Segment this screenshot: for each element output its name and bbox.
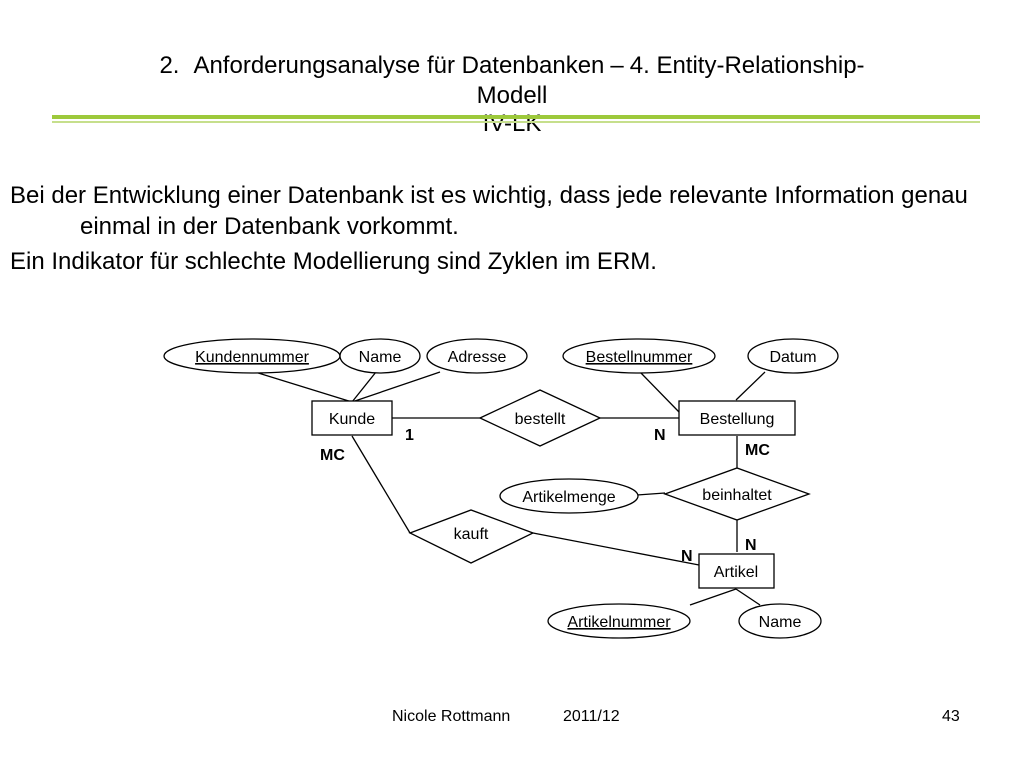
attr-bestellnummer-ellipse [562, 338, 716, 374]
rel-kauft-diamond [408, 509, 535, 564]
slide-title: 2. Anforderungsanalyse für Datenbanken–4.… [40, 50, 984, 139]
entity-boxes [311, 400, 796, 589]
line-artikelmenge-beinhaltet [636, 492, 666, 496]
card-kunde-bestellt: 1 [405, 427, 414, 444]
title-number: 2. [159, 52, 180, 79]
title-line3: IV-LK [482, 110, 542, 137]
body-paragraph-1: Bei der Entwicklung einer Datenbank ist … [10, 182, 968, 240]
attr-adresse-ellipse [426, 338, 528, 374]
line-artikel-name [735, 588, 761, 606]
rel-beinhaltet: beinhaltet [702, 487, 772, 504]
attr-name-ellipse [339, 338, 421, 374]
line-kunde-kauft [351, 435, 411, 534]
attr-artikel-name-ellipse [738, 603, 822, 639]
attr-adresse: Adresse [448, 349, 507, 366]
rel-beinhaltet-diamond [663, 467, 811, 521]
card-kunde-kauft: MC [320, 447, 345, 464]
attr-artikelmenge-ellipse [499, 478, 639, 514]
entity-bestellung: Bestellung [700, 411, 775, 428]
page-number: 43 [942, 708, 960, 725]
line-datum-bestellung [735, 371, 766, 401]
body-text: Bei der Entwicklung einer Datenbank ist … [10, 180, 1000, 281]
card-bestellung-bestellt: N [654, 427, 666, 444]
title-separator: – [610, 52, 624, 79]
attr-datum-ellipse [747, 338, 839, 374]
line-kundennummer-kunde [254, 371, 353, 403]
body-paragraph-2: Ein Indikator für schlechte Modellierung… [10, 248, 657, 275]
title-underline [52, 115, 980, 119]
line-bestellnummer-bestellung [639, 371, 680, 413]
cardinality-labels: 1 N MC MC N N [320, 427, 770, 565]
attr-artikelnummer: Artikelnummer [567, 614, 671, 631]
entity-kunde-box [311, 400, 393, 436]
diagram-labels: Kundennummer Name Adresse Bestellnummer … [195, 349, 816, 631]
rel-bestellt: bestellt [515, 411, 566, 428]
line-kauft-artikel [532, 532, 700, 566]
connector-lines [254, 371, 766, 606]
rel-kauft: kauft [454, 526, 489, 543]
entity-artikel: Artikel [714, 564, 758, 581]
entity-bestellung-box [678, 400, 796, 436]
attr-kundennummer: Kundennummer [195, 349, 310, 366]
title-line2: Modell [476, 82, 548, 109]
card-bestellung-beinhaltet: MC [745, 442, 770, 459]
attr-artikelnummer-ellipse [547, 603, 691, 639]
rel-bestellt-diamond [478, 389, 602, 447]
attr-artikelmenge: Artikelmenge [522, 489, 615, 506]
card-artikel-kauft: N [681, 548, 693, 565]
entity-kunde: Kunde [329, 411, 375, 428]
card-artikel-beinhaltet: N [745, 537, 757, 554]
attr-kunde-name: Name [359, 349, 402, 366]
title-text: Anforderungsanalyse für Datenbanken [193, 52, 605, 79]
attr-bestellnummer: Bestellnummer [586, 349, 693, 366]
footer-date: 2011/12 [563, 708, 620, 725]
attribute-ellipses [163, 338, 839, 639]
line-artikel-artikelnummer [689, 588, 737, 606]
line-adresse-kunde [351, 371, 441, 403]
line-name-kunde [351, 371, 377, 403]
title-rest: 4. Entity-Relationship- [629, 52, 865, 79]
relationship-diamonds [408, 389, 811, 564]
footer-author: Nicole Rottmann [392, 708, 511, 725]
attr-artikel-name: Name [759, 614, 802, 631]
attr-datum: Datum [769, 349, 816, 366]
title-underline-thin [52, 121, 980, 123]
entity-artikel-box [698, 553, 775, 589]
